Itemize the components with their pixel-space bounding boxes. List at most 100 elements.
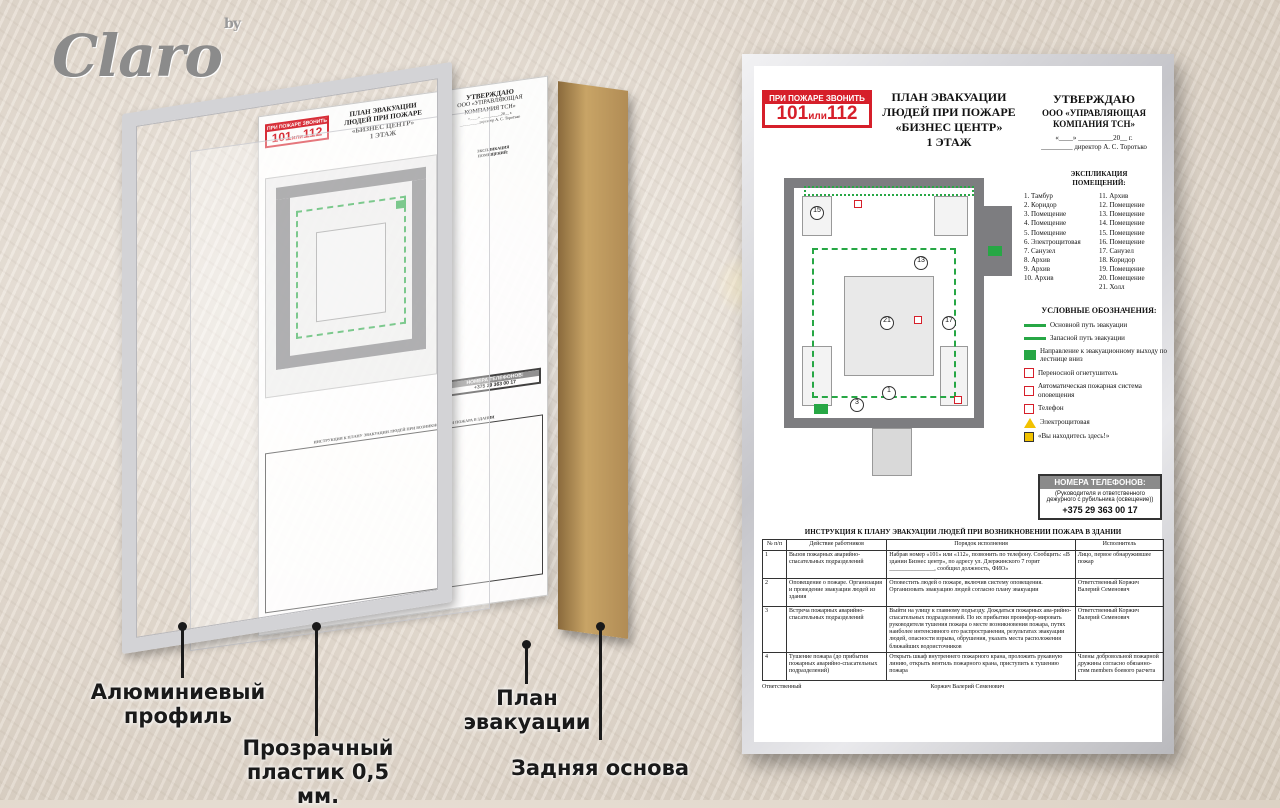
room-entry: 17. Санузел [1099, 246, 1134, 255]
table-header: № п/п [761, 539, 788, 551]
legend-item: Автоматическая пожарная система оповещен… [1024, 382, 1174, 400]
legend-item: Направление к эвакуационному выходу по л… [1024, 347, 1174, 365]
room-entry [1024, 283, 1099, 292]
table-cell: Тушение пожара (до прибытия пожарных ава… [786, 651, 888, 681]
room-entry: 3. Помещение [1024, 210, 1067, 219]
legend-item: Электрощитовая [1024, 417, 1174, 428]
legend-text: Электрощитовая [1040, 418, 1090, 427]
room-entry: 9. Архив [1024, 264, 1051, 273]
table-header: Исполнитель [1074, 539, 1165, 551]
room-entry: 20. Помещение [1099, 274, 1145, 283]
room-number-15: 15 [810, 206, 824, 220]
table-cell: Ответственный Коржич Валерий Семенович [1074, 605, 1165, 653]
table-header: Порядок исполнения [886, 539, 1076, 551]
table-cell: Оповестить людей о пожаре, включив систе… [886, 577, 1076, 607]
fire-call-label: ПРИ ПОЖАРЕ ЗВОНИТЬ [765, 93, 869, 104]
room-entry: 8. Архив [1024, 255, 1051, 264]
table-cell: Встреча пожарных аварийно-спасательных п… [786, 605, 888, 653]
legend-text: Основной путь эвакуации [1050, 321, 1128, 329]
table-cell: 3 [761, 605, 788, 653]
table-cell: Открыть шкаф внутреннего пожарного крана… [886, 651, 1076, 681]
callout-back-base: Задняя основа [510, 756, 690, 780]
table-cell: Члены добровольной пожарной дружины согл… [1074, 651, 1165, 681]
extinguisher-icon [914, 316, 922, 324]
room-entry: 4. Помещение [1024, 219, 1067, 228]
room-entry: 5. Помещение [1024, 228, 1067, 237]
room-number-1: 1 [882, 386, 896, 400]
floor-plan: 21 15 13 1 3 17 [784, 166, 1020, 488]
legend-item: «Вы находитесь здесь!» [1024, 431, 1174, 442]
room-entry: 14. Помещение [1099, 219, 1145, 228]
symbols-legend: УСЛОВНЫЕ ОБОЗНАЧЕНИЯ: Основной путь эвак… [1024, 306, 1174, 446]
table-cell: Лицо, первое обнаружившее пожар [1074, 549, 1165, 579]
room-entry: 12. Помещение [1099, 201, 1145, 210]
electric-hazard-icon [1024, 417, 1036, 428]
table-cell: Выйти на улицу к главному подъезду. Дожд… [886, 605, 1076, 653]
room-entry: 19. Помещение [1099, 264, 1145, 273]
spare-route [804, 186, 974, 196]
room-entry: 7. Санузел [1024, 246, 1056, 255]
legend-item: Переносной огнетушитель [1024, 368, 1174, 378]
room-number-13: 13 [914, 256, 928, 270]
green-arrow-icon [1024, 336, 1046, 340]
legend-text: Телефон [1038, 404, 1064, 413]
legend-text: Переносной огнетушитель [1038, 368, 1118, 377]
extinguisher-icon [1024, 368, 1034, 378]
room-entry: 15. Помещение [1099, 228, 1145, 237]
alarm-system-icon [954, 396, 962, 404]
fire-call-numbers: 101или112 [776, 103, 858, 124]
room-entry: 13. Помещение [1099, 210, 1145, 219]
green-arrow-icon [1024, 323, 1046, 327]
exit-sign-icon [988, 246, 1002, 256]
table-cell: 2 [761, 577, 788, 607]
room-entry: 16. Помещение [1099, 237, 1145, 246]
room-number-21: 21 [880, 316, 894, 330]
approval-block: УТВЕРЖДАЮ ООО «УПРАВЛЯЮЩАЯ КОМПАНИЯ ТСН»… [1041, 92, 1147, 152]
table-cell: Вызов пожарных аварийно-спасательных под… [786, 549, 888, 579]
legend-text: Направление к эвакуационному выходу по л… [1040, 346, 1168, 364]
evacuation-instruction: ИНСТРУКЦИЯ К ПЛАНУ ЭВАКУАЦИИ ЛЮДЕЙ ПРИ В… [761, 528, 1165, 691]
table-cell: 1 [761, 549, 788, 579]
back-base-panel [558, 81, 628, 639]
table-cell: Набрав номер «101» или «112», позвонить … [886, 549, 1076, 579]
table-cell: Оповещение о пожаре. Организация и прове… [786, 577, 888, 607]
aluminum-profile-frame [122, 61, 452, 655]
evacuation-plan-poster: ПРИ ПОЖАРЕ ЗВОНИТЬ 101или112 ПЛАН ЭВАКУА… [754, 66, 1167, 742]
alarm-system-icon [1024, 385, 1034, 396]
room-entry: 1. Тамбур [1024, 192, 1053, 201]
phone-icon [1024, 403, 1034, 414]
legend-text: Автоматическая пожарная система оповещен… [1038, 382, 1142, 399]
room-entry: 10. Архив [1024, 274, 1054, 283]
room-entry: 11. Архив [1099, 192, 1129, 201]
room-entry: 21. Холл [1099, 283, 1125, 292]
room-number-3: 3 [850, 398, 864, 412]
fire-call-box: ПРИ ПОЖАРЕ ЗВОНИТЬ 101или112 [762, 90, 872, 128]
table-cell: Ответственный Коржич Валерий Семенович [1074, 577, 1165, 607]
exit-sign-icon [1024, 350, 1036, 361]
room-entry: 18. Коридор [1099, 255, 1136, 264]
legend-item: Основной путь эвакуации [1024, 321, 1174, 330]
room-entry: 6. Электрощитовая [1024, 237, 1081, 246]
table-header: Действие работников [786, 539, 888, 551]
legend-text: Запасной путь эвакуации [1050, 333, 1125, 342]
table-cell: 4 [761, 651, 788, 681]
extinguisher-icon [854, 200, 862, 208]
legend-item: Запасной путь эвакуации [1024, 334, 1174, 343]
phones-box: НОМЕРА ТЕЛЕФОНОВ: (Руководителя и ответс… [1038, 474, 1162, 520]
legend-text: «Вы находитесь здесь!» [1038, 432, 1110, 441]
legend-item: Телефон [1024, 403, 1174, 414]
instruction-footer: Ответственный Коржич Валерий Семенович [762, 683, 1004, 690]
room-number-17: 17 [942, 316, 956, 330]
